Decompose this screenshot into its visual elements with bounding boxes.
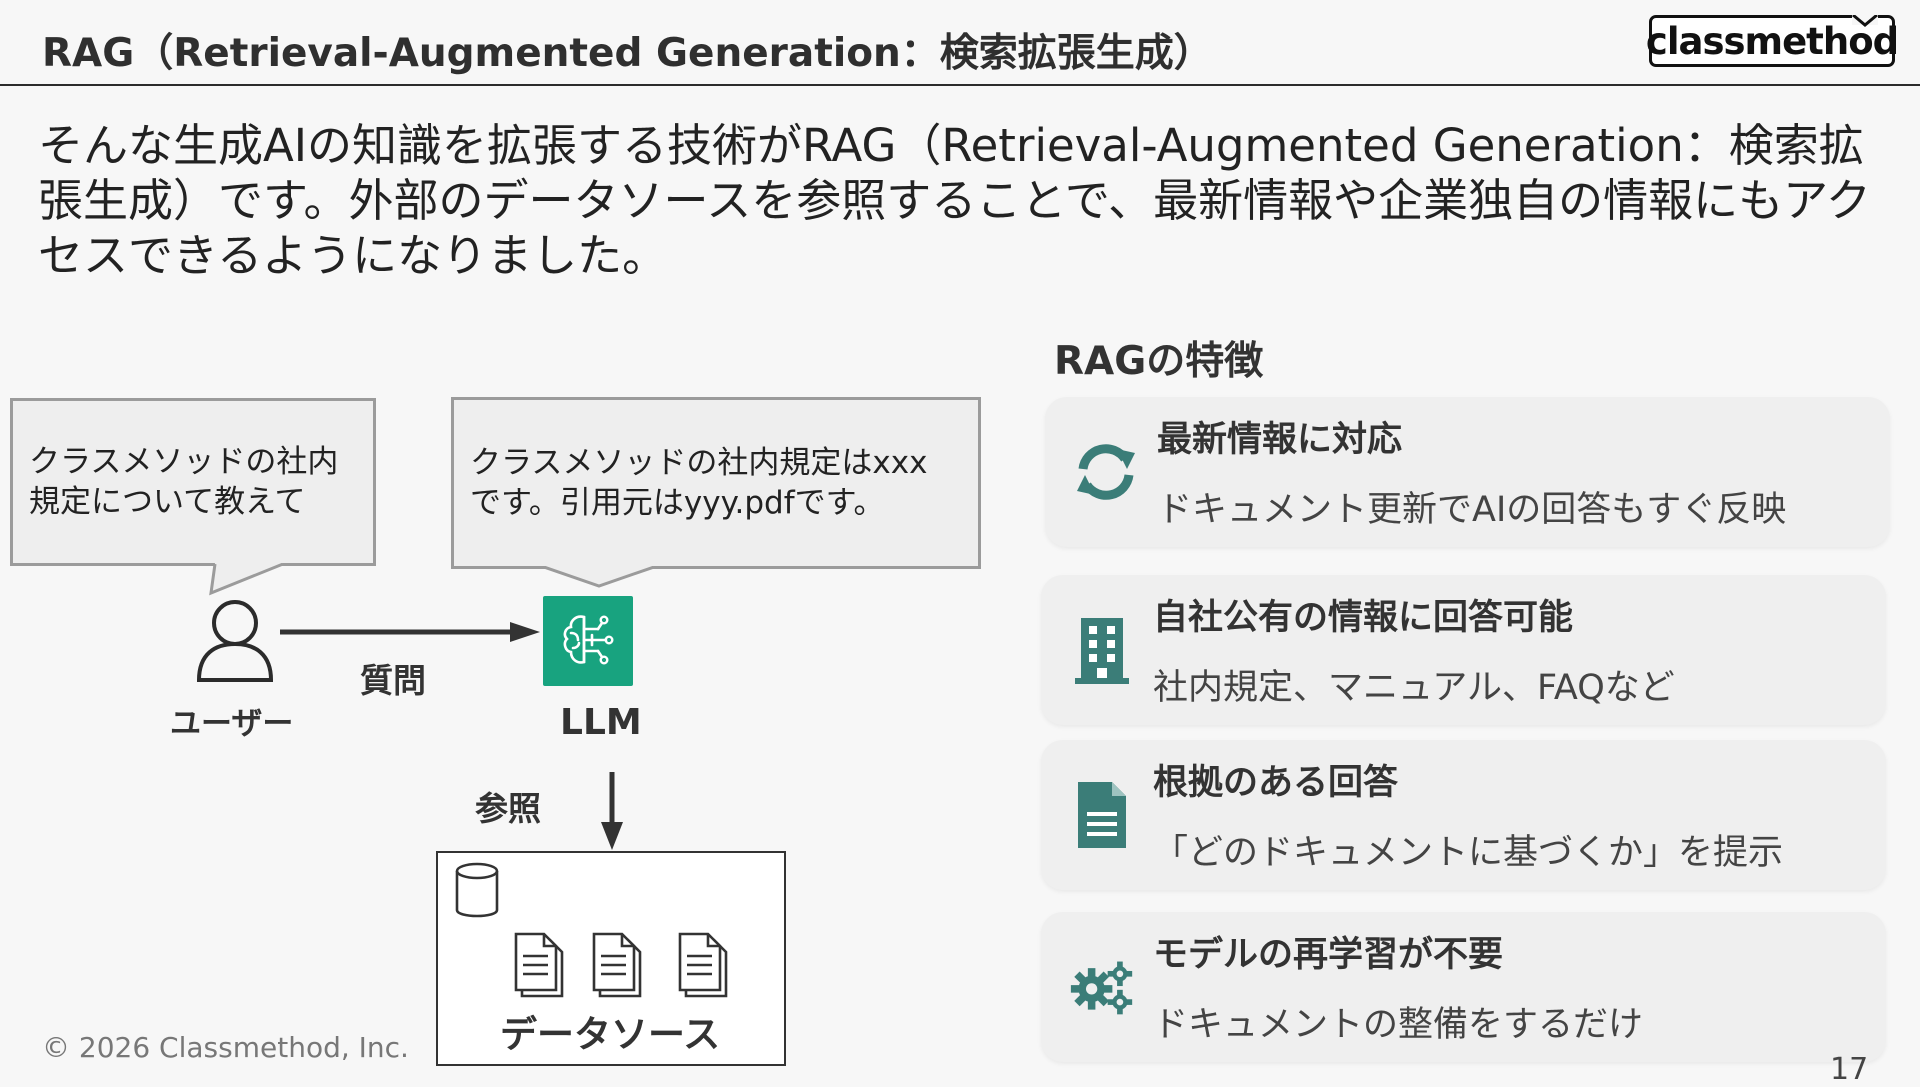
document-icon bbox=[1069, 782, 1135, 848]
user-bubble-line-1: クラスメソッドの社内 bbox=[29, 444, 339, 480]
page-number: 17 bbox=[1830, 1052, 1869, 1087]
user-speech-bubble: クラスメソッドの社内 規定について教えて bbox=[10, 398, 376, 596]
feature-description: 社内規定、マニュアル、FAQなど bbox=[1153, 668, 1675, 708]
llm-label: LLM bbox=[560, 702, 642, 743]
bubble-tail-icon bbox=[209, 563, 284, 596]
feature-title: 根拠のある回答 bbox=[1153, 763, 1399, 803]
llm-bubble-line-2: です。引用元はyyy.pdfです。 bbox=[470, 485, 885, 521]
intro-paragraph: そんな生成AIの知識を拡張する技術がRAG（Retrieval-Augmente… bbox=[38, 119, 1871, 282]
building-icon bbox=[1069, 617, 1135, 684]
question-label: 質問 bbox=[360, 661, 426, 700]
feature-description: 「どのドキュメントに基づくか」を提示 bbox=[1153, 833, 1784, 873]
feature-card: 最新情報に対応 ドキュメント更新でAIの回答もすぐ反映 bbox=[1045, 397, 1890, 547]
refresh-icon bbox=[1073, 439, 1139, 505]
database-icon bbox=[455, 862, 499, 918]
classmethod-logo: classmethod bbox=[1645, 15, 1899, 67]
logo-notch-icon bbox=[1852, 15, 1878, 27]
llm-speech-bubble: クラスメソッドの社内規定はxxx です。引用元はyyy.pdfです。 bbox=[451, 397, 981, 588]
feature-title: 最新情報に対応 bbox=[1157, 420, 1403, 460]
feature-card: モデルの再学習が不要 ドキュメントの整備をするだけ bbox=[1041, 912, 1886, 1062]
feature-title: モデルの再学習が不要 bbox=[1153, 935, 1504, 975]
llm-bubble-line-1: クラスメソッドの社内規定はxxx bbox=[470, 445, 928, 481]
user-bubble-line-2: 規定について教えて bbox=[29, 484, 306, 520]
user-icon bbox=[196, 600, 274, 682]
user-label: ユーザー bbox=[170, 706, 294, 742]
features-title: RAGの特徴 bbox=[1054, 339, 1264, 384]
document-icon bbox=[592, 932, 642, 998]
feature-description: ドキュメントの整備をするだけ bbox=[1153, 1005, 1644, 1045]
feature-card: 自社公有の情報に回答可能 社内規定、マニュアル、FAQなど bbox=[1041, 575, 1886, 725]
llm-brain-icon bbox=[543, 596, 633, 686]
header-divider bbox=[0, 84, 1920, 86]
document-icon bbox=[678, 932, 728, 998]
copyright-text: © 2026 Classmethod, Inc. bbox=[42, 1031, 409, 1064]
reference-label: 参照 bbox=[475, 789, 541, 828]
logo-text: classmethod bbox=[1645, 19, 1899, 63]
feature-card: 根拠のある回答 「どのドキュメントに基づくか」を提示 bbox=[1041, 740, 1886, 890]
gears-icon bbox=[1069, 954, 1135, 1020]
feature-title: 自社公有の情報に回答可能 bbox=[1153, 598, 1574, 638]
slide-title: RAG（Retrieval-Augmented Generation：検索拡張生… bbox=[42, 31, 1213, 76]
datasource-label: データソース bbox=[500, 1013, 721, 1056]
arrow-right-icon bbox=[280, 622, 540, 642]
bubble-tail-icon bbox=[544, 566, 654, 588]
feature-description: ドキュメント更新でAIの回答もすぐ反映 bbox=[1157, 490, 1787, 530]
document-icon bbox=[514, 932, 564, 998]
arrow-down-icon bbox=[601, 772, 623, 850]
